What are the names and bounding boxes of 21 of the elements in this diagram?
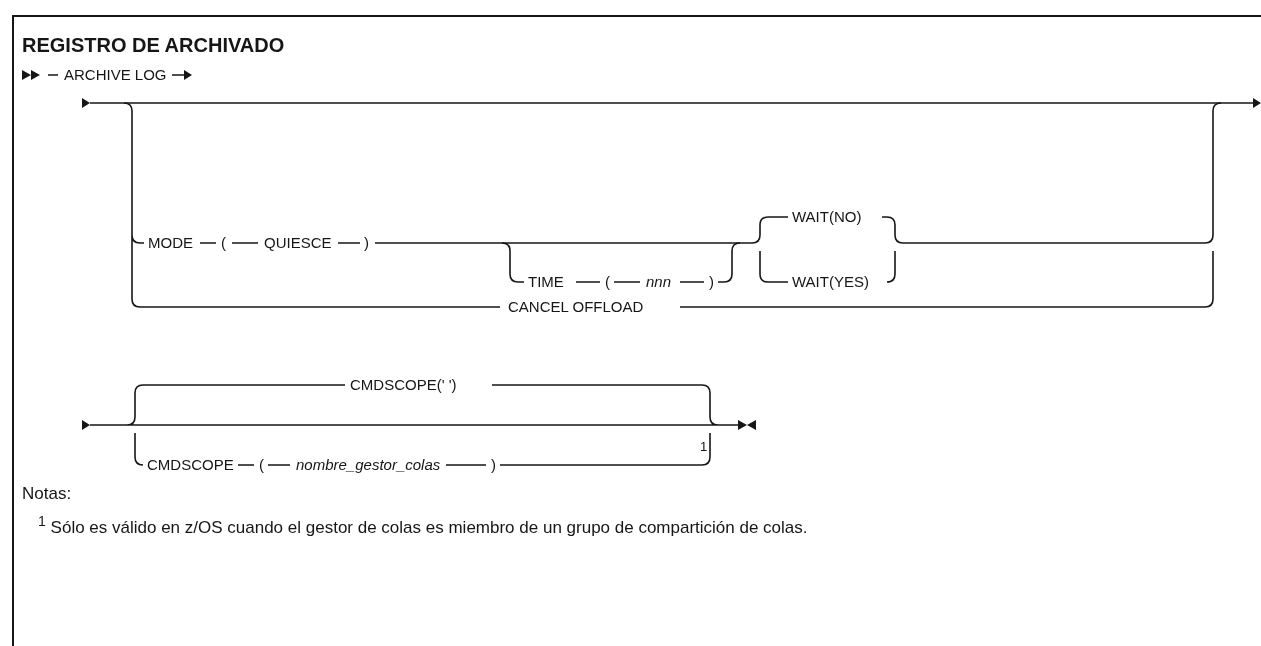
parenthesis: ) <box>364 233 369 253</box>
parenthesis: ( <box>221 233 226 253</box>
syntax-keyword: QUIESCE <box>264 233 332 253</box>
parenthesis: ( <box>605 272 610 292</box>
syntax-keyword: CMDSCOPE <box>147 455 234 475</box>
diagram-title: REGISTRO DE ARCHIVADO <box>22 33 285 57</box>
parenthesis: ) <box>709 272 714 292</box>
syntax-keyword: CANCEL OFFLOAD <box>508 297 644 317</box>
syntax-variable: nnn <box>646 272 672 292</box>
parenthesis: ) <box>491 455 496 475</box>
syntax-keyword: MODE <box>148 233 193 253</box>
syntax-keyword: WAIT(NO) <box>792 207 862 227</box>
syntax-variable: nombre_gestor_colas <box>296 455 441 475</box>
syntax-keyword: CMDSCOPE(' ') <box>350 375 457 395</box>
footnote-mark: 1 <box>700 438 708 456</box>
notes-heading: Notas: <box>22 483 72 505</box>
footnote-text: $^{1}$ Sólo es válido en z/OS cuando el gestor de colas es miembro de un grupo de compartición de colas. <box>38 512 809 539</box>
parenthesis: ( <box>259 455 264 475</box>
syntax-keyword: TIME <box>528 272 564 292</box>
syntax-keyword: ARCHIVE LOG <box>64 65 167 85</box>
syntax-keyword: WAIT(YES) <box>792 272 869 292</box>
